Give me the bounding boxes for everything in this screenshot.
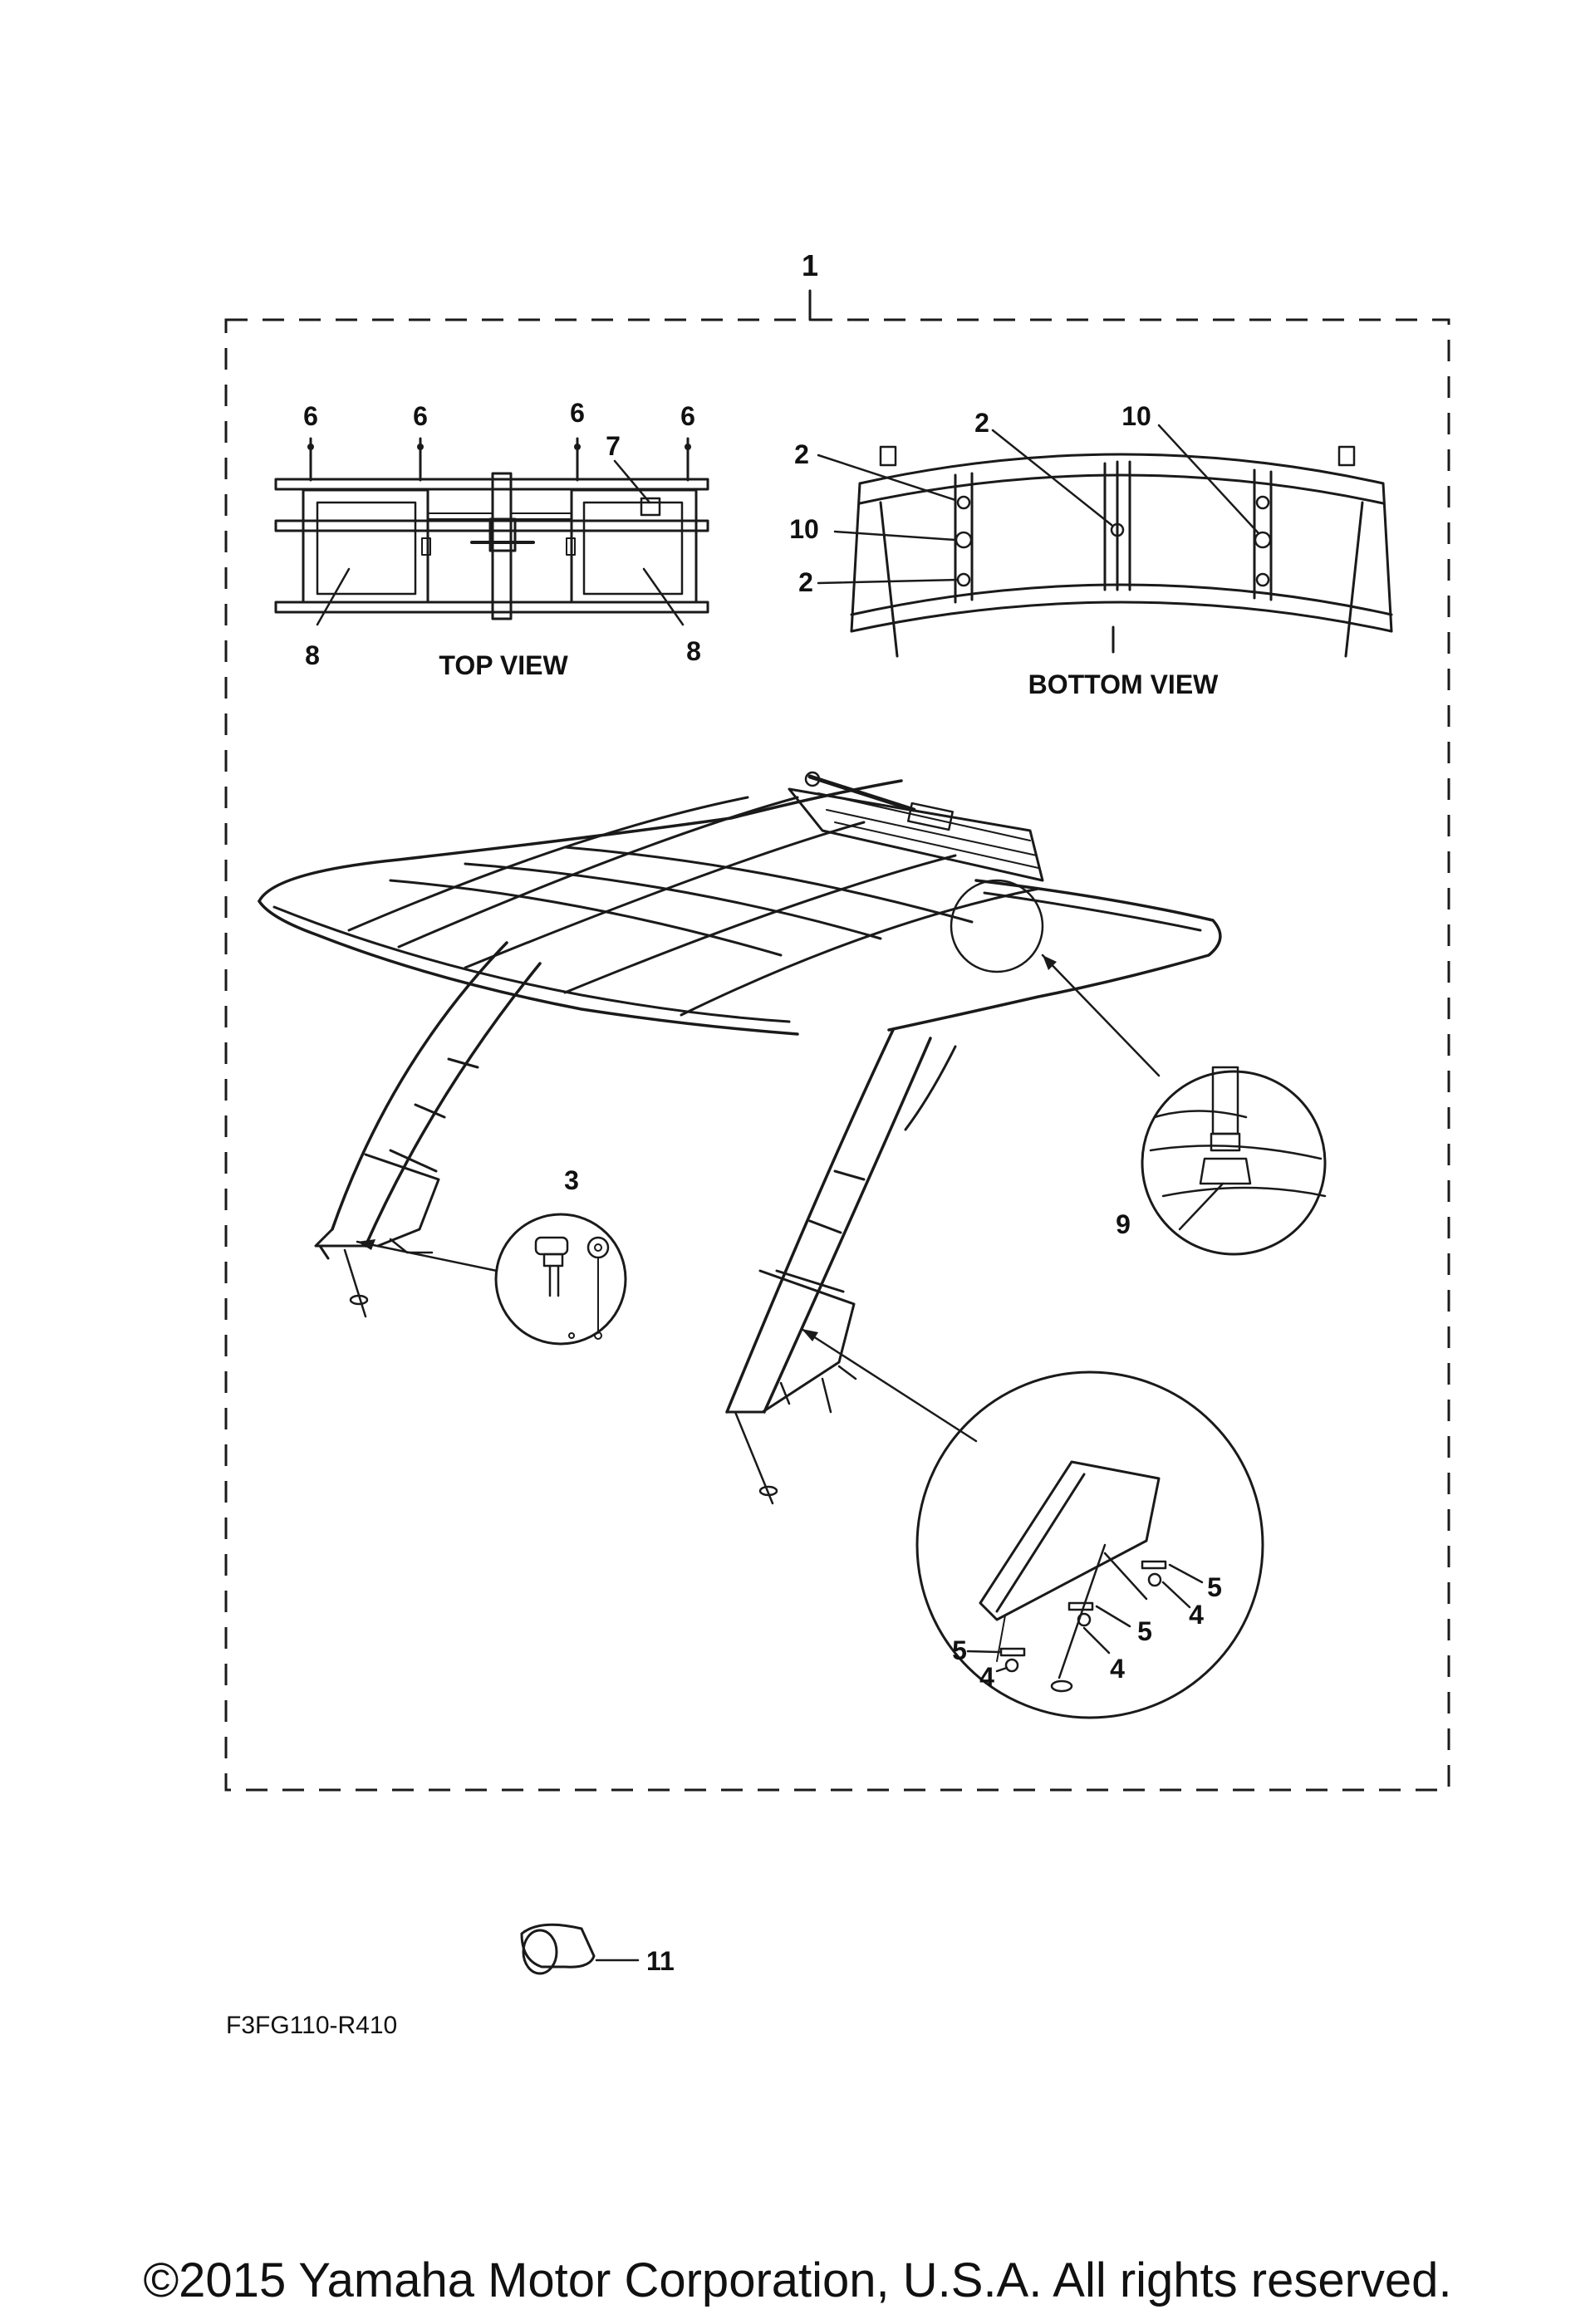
assembly-boundary	[224, 289, 1450, 1792]
callout-4-c: 4	[979, 1662, 994, 1692]
top-view-drawing	[274, 437, 709, 626]
leg-fastener-detail	[915, 1370, 1264, 1719]
callout-9: 9	[1116, 1209, 1131, 1239]
callout-8-left: 8	[305, 640, 320, 670]
callout-11: 11	[646, 1946, 675, 1976]
clamp-detail	[1141, 1066, 1327, 1256]
drawing-code: F3FG110-R410	[226, 2012, 397, 2039]
bolt-6-b	[417, 437, 424, 482]
callout-2-bottom: 2	[798, 567, 813, 597]
knob-detail	[494, 1213, 627, 1346]
bolt-6-d	[685, 437, 691, 482]
callout-4-b: 4	[1110, 1654, 1125, 1684]
callout-2-top: 2	[794, 439, 809, 469]
callout-6-a: 6	[303, 401, 318, 431]
callout-8-right: 8	[686, 636, 701, 666]
callout-2-center: 2	[974, 408, 989, 438]
callout-5-a: 5	[1207, 1572, 1222, 1602]
callout-5-b: 5	[1137, 1616, 1152, 1646]
bottom-view-caption: BOTTOM VIEW	[1028, 669, 1220, 699]
callout-6-d: 6	[680, 401, 695, 431]
callout-10-right: 10	[1121, 401, 1151, 431]
callout-1: 1	[802, 248, 818, 282]
top-view-caption: TOP VIEW	[439, 650, 568, 680]
callout-6-c: 6	[570, 398, 585, 428]
callout-3: 3	[564, 1165, 579, 1195]
callout-5-c: 5	[952, 1635, 967, 1665]
copyright-notice: ©2015 Yamaha Motor Corporation, U.S.A. A…	[143, 2253, 1451, 2307]
callout-7: 7	[606, 431, 621, 461]
bolt-6-a	[307, 437, 314, 482]
bottom-view-drawing	[817, 424, 1393, 658]
bolt-6-c	[574, 437, 581, 482]
callout-4-a: 4	[1189, 1600, 1204, 1630]
cover-part-11	[520, 1923, 640, 1975]
callout-10-left: 10	[789, 514, 819, 544]
callout-6-b: 6	[413, 401, 428, 431]
tower-assembly-drawing	[258, 771, 1222, 1505]
